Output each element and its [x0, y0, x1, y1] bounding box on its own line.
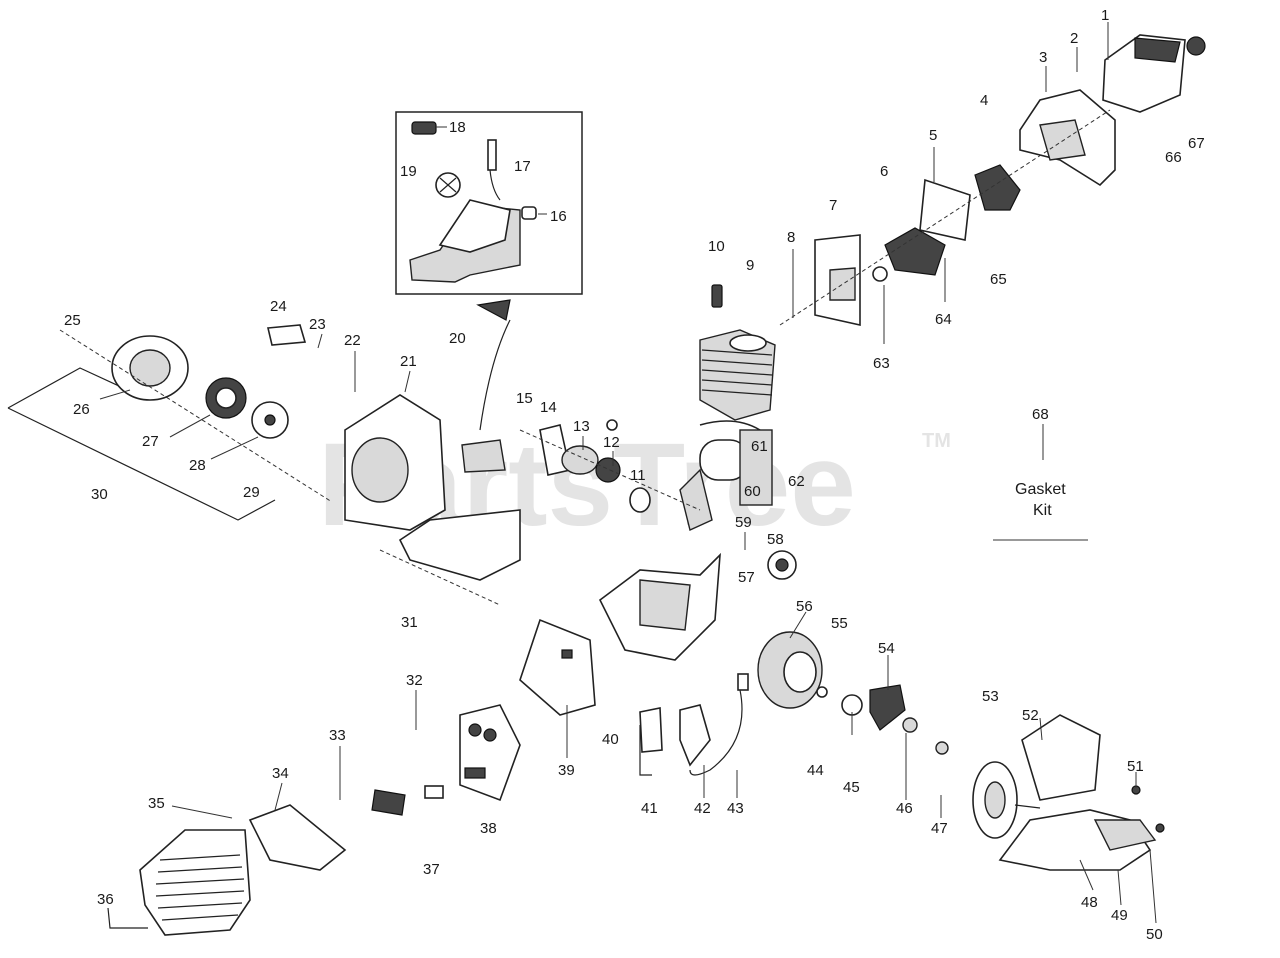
- callout-49: 49: [1111, 907, 1128, 924]
- leader-lines: [99, 22, 1157, 924]
- callout-64: 64: [935, 311, 952, 328]
- callout-59: 59: [735, 514, 752, 531]
- callout-32: 32: [406, 672, 423, 689]
- callout-63: 63: [873, 355, 890, 372]
- callout-50: 50: [1146, 926, 1163, 943]
- callout-8: 8: [787, 229, 795, 246]
- gasket-kit-label-line1: Gasket: [1015, 481, 1066, 498]
- callout-43: 43: [727, 800, 744, 817]
- watermark-trademark: TM: [922, 430, 951, 452]
- callout-15: 15: [516, 390, 533, 407]
- callout-1: 1: [1101, 7, 1109, 24]
- callout-27: 27: [142, 433, 159, 450]
- callout-17: 17: [514, 158, 531, 175]
- callout-52: 52: [1022, 707, 1039, 724]
- callout-41: 41: [641, 800, 658, 817]
- callout-7: 7: [829, 197, 837, 214]
- inset-box-fuel-tank: [395, 111, 583, 295]
- callout-5: 5: [929, 127, 937, 144]
- callout-54: 54: [878, 640, 895, 657]
- callout-4: 4: [980, 92, 988, 109]
- callout-6: 6: [880, 163, 888, 180]
- gear-head-assembly: [972, 714, 1165, 871]
- callout-56: 56: [796, 598, 813, 615]
- callout-29: 29: [243, 484, 260, 501]
- callout-21: 21: [400, 353, 417, 370]
- callout-22: 22: [344, 332, 361, 349]
- callout-3: 3: [1039, 49, 1047, 66]
- callout-20: 20: [449, 330, 466, 347]
- callout-24: 24: [270, 298, 287, 315]
- cylinder-piston-assembly: [519, 284, 797, 580]
- callout-11: 11: [630, 467, 646, 484]
- callout-40: 40: [602, 731, 619, 748]
- ignition-flywheel-assembly: [639, 631, 949, 776]
- callout-67: 67: [1188, 135, 1205, 152]
- callout-47: 47: [931, 820, 948, 837]
- crankcase-assembly: [519, 552, 721, 716]
- starter-assembly: [7, 299, 521, 606]
- callout-25: 25: [64, 312, 81, 329]
- callout-13: 13: [573, 418, 590, 435]
- callout-35: 35: [148, 795, 165, 812]
- callout-61: 61: [751, 438, 768, 455]
- callout-9: 9: [746, 257, 754, 274]
- callout-28: 28: [189, 457, 206, 474]
- callout-30: 30: [91, 486, 108, 503]
- callout-12: 12: [603, 434, 620, 451]
- callout-62: 62: [788, 473, 805, 490]
- gasket-kit-label-line2: Kit: [1033, 502, 1052, 519]
- callout-51: 51: [1127, 758, 1144, 775]
- callout-42: 42: [694, 800, 711, 817]
- callout-46: 46: [896, 800, 913, 817]
- callout-26: 26: [73, 401, 90, 418]
- callout-2: 2: [1070, 30, 1078, 47]
- callout-66: 66: [1165, 149, 1182, 166]
- callout-55: 55: [831, 615, 848, 632]
- callout-58: 58: [767, 531, 784, 548]
- callout-31: 31: [401, 614, 418, 631]
- callout-19: 19: [400, 163, 417, 180]
- callout-33: 33: [329, 727, 346, 744]
- callout-37: 37: [423, 861, 440, 878]
- callout-44: 44: [807, 762, 824, 779]
- callout-36: 36: [97, 891, 114, 908]
- callout-57: 57: [738, 569, 755, 586]
- callout-48: 48: [1081, 894, 1098, 911]
- callout-45: 45: [843, 779, 860, 796]
- callout-23: 23: [309, 316, 326, 333]
- callout-10: 10: [708, 238, 725, 255]
- callout-14: 14: [540, 399, 557, 416]
- gasket-kit-group: Gasket Kit: [993, 424, 1088, 541]
- air-filter-assembly: [779, 34, 1206, 326]
- callout-34: 34: [272, 765, 289, 782]
- callout-labels: 1 2 3 4 5 6 7 8 9 10 11 12 13 14 15 16 1…: [64, 7, 1205, 943]
- callout-53: 53: [982, 688, 999, 705]
- callout-68: 68: [1032, 406, 1049, 423]
- callout-39: 39: [558, 762, 575, 779]
- muffler-assembly: [107, 704, 521, 936]
- callout-18: 18: [449, 119, 466, 136]
- callout-16: 16: [550, 208, 567, 225]
- callout-38: 38: [480, 820, 497, 837]
- callout-65: 65: [990, 271, 1007, 288]
- callout-60: 60: [744, 483, 761, 500]
